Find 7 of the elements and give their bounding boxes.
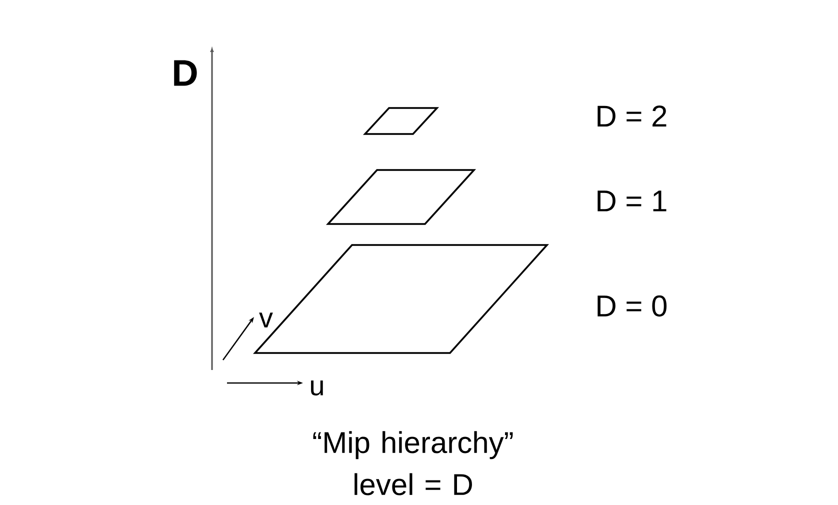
- level-label: D = 2: [598, 106, 666, 126]
- axis-label: u: [311, 380, 323, 396]
- level-label: D = 0: [598, 295, 667, 317]
- axis-label: D: [174, 60, 197, 86]
- level-label: D = 1: [598, 190, 666, 212]
- caption: “Mip hierarchy” level = D: [313, 431, 513, 496]
- axis-label: v: [259, 312, 273, 328]
